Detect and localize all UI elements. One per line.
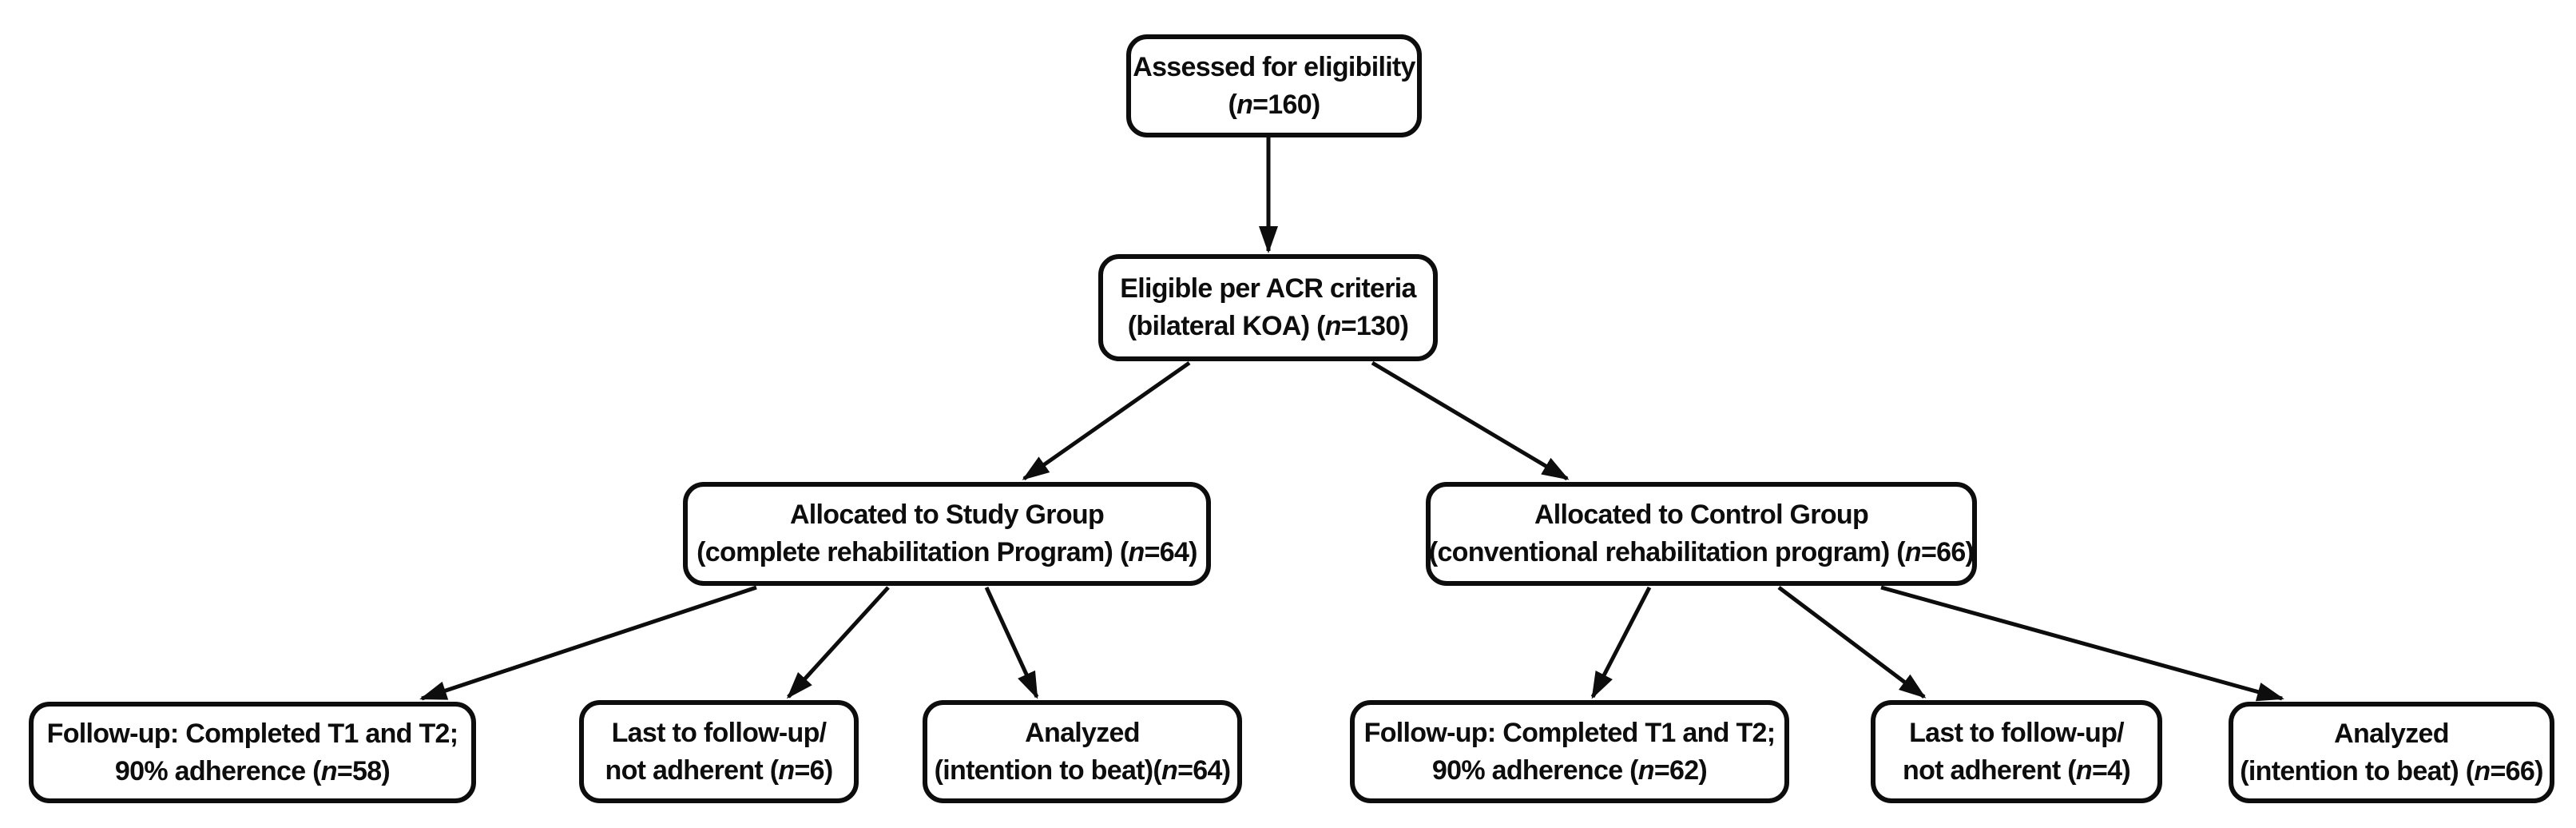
control-analyzed-box: Analyzed (intention to beat) (n=66) xyxy=(2229,702,2554,803)
study-analyzed-box: Analyzed (intention to beat)(n=64) xyxy=(923,700,1242,803)
box-text-line: (conventional rehabilitation program) (n… xyxy=(1428,537,1975,567)
box-text-line: (complete rehabilitation Program) (n=64) xyxy=(697,537,1197,567)
arrow-control-to-analyzed xyxy=(1880,585,2284,702)
box-text-line: Allocated to Study Group xyxy=(789,500,1105,530)
arrow-eligible-to-control xyxy=(1371,360,1570,481)
box-text-line: Follow-up: Completed T1 and T2; xyxy=(1363,717,1776,748)
box-text-line: Follow-up: Completed T1 and T2; xyxy=(46,718,458,749)
arrow-study-to-analyzed xyxy=(984,586,1039,699)
arrow-study-to-followup xyxy=(419,585,757,701)
control-followup-box: Follow-up: Completed T1 and T2; 90% adhe… xyxy=(1350,700,1789,803)
control-lost-to-followup-box: Last to follow-up/ not adherent (n=4) xyxy=(1871,700,2162,803)
assessed-for-eligibility-box: Assessed for eligibility (n=160) xyxy=(1126,34,1422,137)
box-text-line: (n=160) xyxy=(1228,89,1320,120)
eligible-per-acr-criteria-box: Eligible per ACR criteria (bilateral KOA… xyxy=(1098,254,1438,361)
box-text-line: (bilateral KOA) (n=130) xyxy=(1127,311,1409,341)
arrow-control-to-lost xyxy=(1777,586,1927,699)
box-text-line: 90% adherence (n=58) xyxy=(114,755,391,786)
allocated-study-group-box: Allocated to Study Group (complete rehab… xyxy=(683,482,1211,586)
box-text-line: Eligible per ACR criteria xyxy=(1120,273,1416,304)
box-text-line: Last to follow-up/ xyxy=(1909,717,2124,748)
box-text-line: Analyzed xyxy=(1025,717,1140,748)
box-text-line: not adherent (n=4) xyxy=(1903,754,2131,786)
study-followup-box: Follow-up: Completed T1 and T2; 90% adhe… xyxy=(29,702,476,803)
arrow-control-to-followup xyxy=(1590,586,1652,699)
box-text-line: Allocated to Control Group xyxy=(1534,500,1869,530)
box-text-line: (intention to beat) (n=66) xyxy=(2240,755,2543,786)
box-text-line: Last to follow-up/ xyxy=(611,717,827,748)
box-text-line: Analyzed xyxy=(2334,718,2449,749)
arrow-eligible-to-study xyxy=(1022,360,1191,481)
arrow-study-to-lost xyxy=(786,586,890,699)
box-text-line: (intention to beat)(n=64) xyxy=(934,754,1231,786)
box-text-line: 90% adherence (n=62) xyxy=(1431,754,1708,786)
box-text-line: Assessed for eligibility xyxy=(1133,51,1415,82)
box-text-line: not adherent (n=6) xyxy=(605,754,834,786)
allocated-control-group-box: Allocated to Control Group (conventional… xyxy=(1426,482,1977,586)
study-lost-to-followup-box: Last to follow-up/ not adherent (n=6) xyxy=(579,700,859,803)
